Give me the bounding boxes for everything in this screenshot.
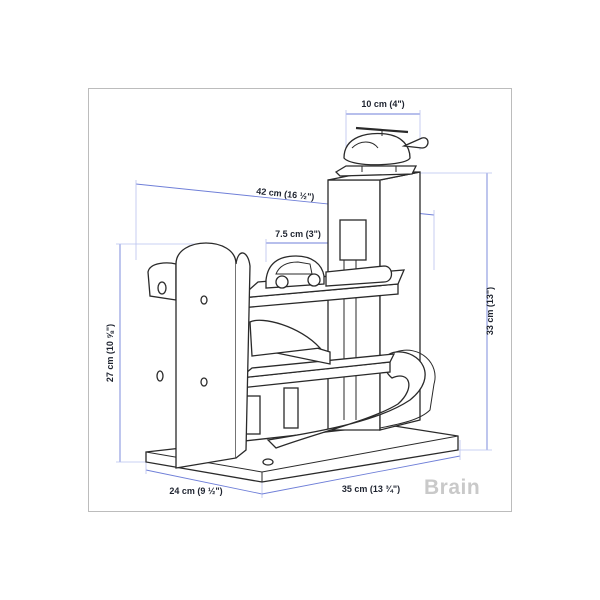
label-base-depth: 24 cm (9 ½") xyxy=(169,486,222,496)
side-panel xyxy=(147,242,251,469)
label-side-height: 27 cm (10 ⅝") xyxy=(105,324,115,382)
label-top-width: 10 cm (4") xyxy=(361,99,404,109)
watermark-text: Brain xyxy=(424,476,481,499)
helicopter xyxy=(334,126,429,177)
dim-total-height xyxy=(420,172,492,451)
label-total-height: 33 cm (13") xyxy=(485,287,495,335)
base-peg xyxy=(262,458,274,466)
dim-base-width xyxy=(261,440,461,495)
label-base-width: 35 cm (13 ¾") xyxy=(342,484,400,494)
top-level xyxy=(238,255,406,309)
label-car-slot: 7.5 cm (3") xyxy=(275,229,321,239)
tower xyxy=(327,171,421,431)
